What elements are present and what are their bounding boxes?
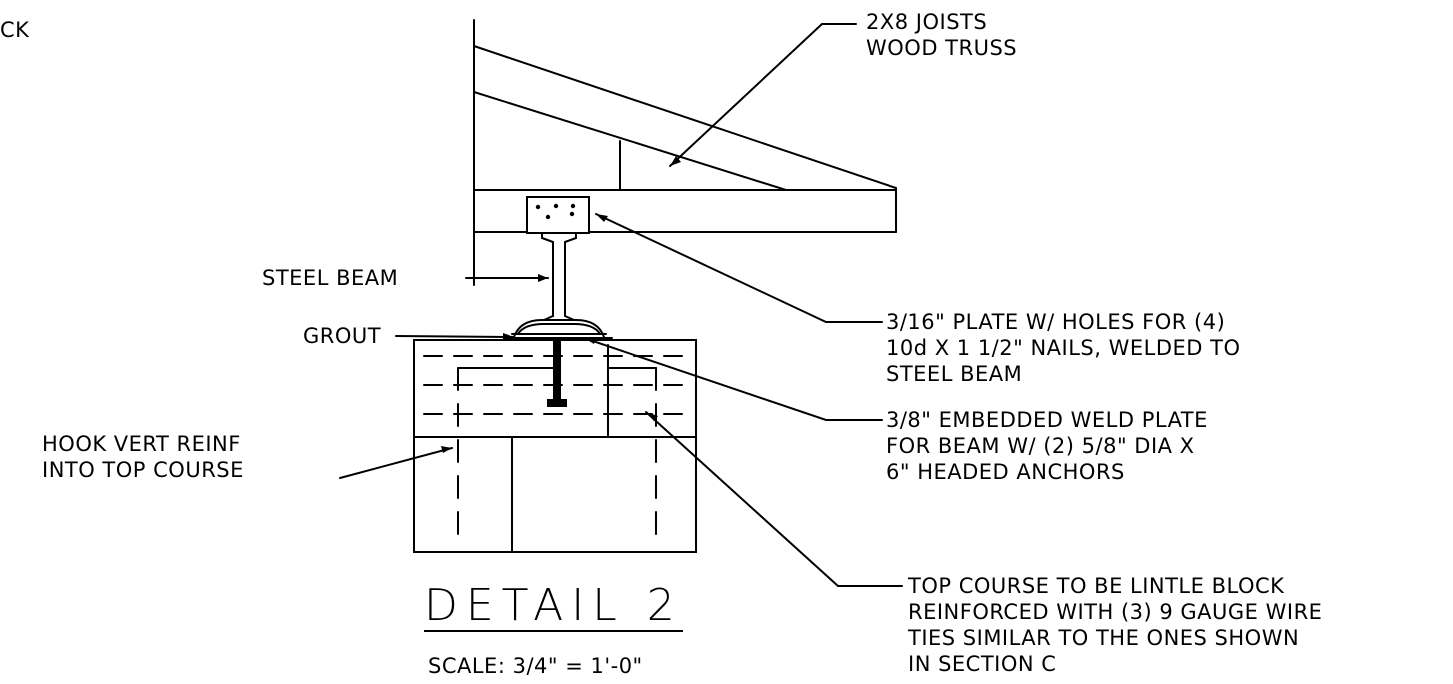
detail-title: DETAIL 2 [424,580,683,632]
top-course-note-line4: IN SECTION C [908,652,1057,676]
masonry-block [413,339,697,553]
plate-note-line2: 10d X 1 1/2" NAILS, WELDED TO [886,336,1241,360]
block-fragment-label: CK [0,18,30,42]
hook-note-line1: HOOK VERT REINF [42,432,241,456]
joists-label-line2: WOOD TRUSS [866,36,1018,60]
steel-beam [541,232,577,321]
wire-ties [423,355,687,415]
top-course-note-line2: REINFORCED WITH (3) 9 GAUGE WIRE [908,600,1323,624]
weld-plate-and-grout [507,319,613,339]
weld-note-line1: 3/8" EMBEDDED WELD PLATE [886,408,1208,432]
vertical-reinforcement [457,367,657,541]
weld-note-line2: FOR BEAM W/ (2) 5/8" DIA X [886,434,1195,458]
joists-label-line1: 2X8 JOISTS [866,10,988,34]
grout-label: GROUT [303,324,382,348]
nail-plate [526,196,590,234]
steel-beam-label: STEEL BEAM [262,266,399,290]
plate-note-line3: STEEL BEAM [886,362,1023,386]
leader-lines [339,23,903,587]
top-course-note-line1: TOP COURSE TO BE LINTLE BLOCK [908,574,1285,598]
hook-note-line2: INTO TOP COURSE [42,458,244,482]
leader-arrowheads [441,156,681,453]
plate-note-line1: 3/16" PLATE W/ HOLES FOR (4) [886,310,1226,334]
nail-holes [535,203,576,220]
weld-note-line3: 6" HEADED ANCHORS [886,460,1125,484]
headed-anchor [547,337,567,407]
detail-scale: SCALE: 3/4" = 1'-0" [428,654,643,678]
top-course-note-line3: TIES SIMILAR TO THE ONES SHOWN [908,626,1300,650]
